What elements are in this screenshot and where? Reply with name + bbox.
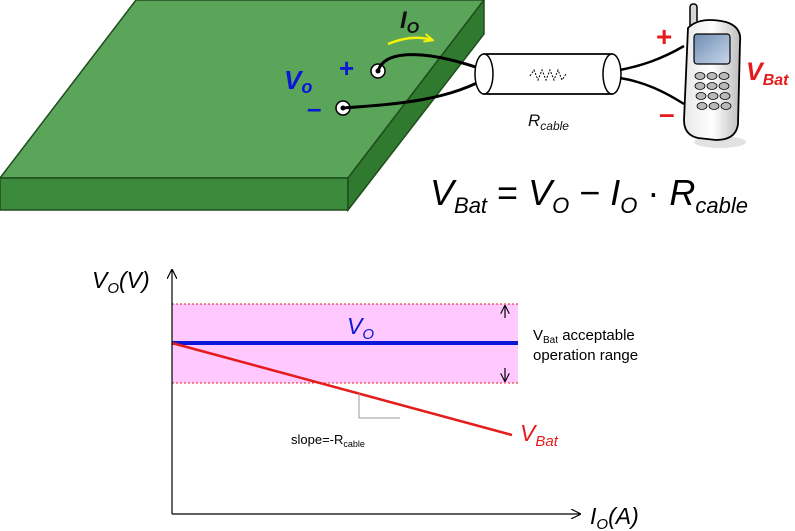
wire-positive-board	[376, 53, 491, 74]
phone-vbat-label: VBat	[746, 58, 789, 89]
range-label-line2: operation range	[533, 347, 638, 364]
equation: VBat = VO − IO · Rcable	[430, 172, 748, 218]
phone-minus-sign: –	[659, 98, 675, 129]
current-arrow	[387, 38, 432, 46]
board-plus-sign: +	[339, 53, 354, 83]
slope-leader-line	[358, 393, 400, 419]
slope-label: slope=-Rcable	[291, 432, 365, 449]
wire-negative-phone	[619, 76, 685, 106]
pcb-board-front	[0, 177, 349, 211]
cable-label: Rcable	[528, 111, 569, 133]
range-label-line1: VBat acceptable	[533, 327, 635, 346]
vbat-line	[171, 341, 513, 437]
y-axis-label: VO(V)	[92, 267, 150, 297]
board-io-label: IO	[400, 7, 420, 37]
phone-plus-sign: +	[656, 21, 672, 52]
board-vo-label: Vo	[284, 65, 312, 97]
vbat-line-label: VBat	[520, 420, 559, 450]
wire-positive-phone	[619, 44, 685, 72]
cell-phone-icon	[683, 3, 746, 148]
cable-resistor-symbol	[529, 68, 567, 82]
x-axis-label: IO(A)	[590, 503, 639, 531]
vo-line-label: VO	[347, 313, 374, 343]
pcb-board	[0, 0, 485, 213]
board-minus-sign: –	[307, 93, 321, 123]
pcb-board-side	[347, 0, 485, 213]
